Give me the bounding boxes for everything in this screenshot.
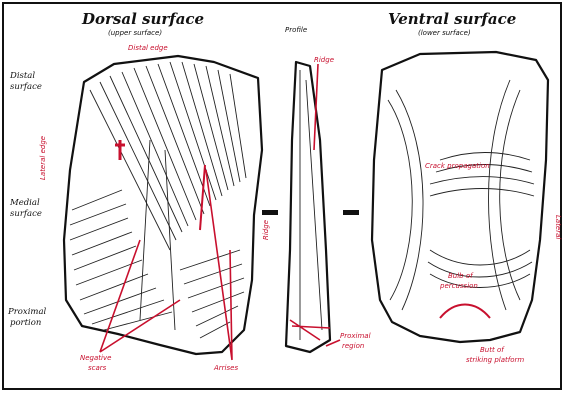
distal-label-2: surface [10, 82, 42, 92]
profile-flake [286, 62, 330, 352]
negative-scars-label-1: Negative [80, 354, 111, 362]
butt-platform-label-2: striking platform [466, 356, 524, 364]
bulb-percussion-label-1: Bulb of [448, 272, 474, 280]
medial-label-1: Medial [9, 198, 40, 208]
bulb-percussion-label-2: percussion [439, 282, 478, 290]
negative-scars-label-2: scars [88, 364, 107, 372]
crack-propagation-label: Crack propagation [425, 162, 490, 170]
butt-platform-label-1: Butt of [480, 346, 505, 354]
medial-label-2: surface [10, 209, 42, 219]
ventral-title: Ventral surface [388, 10, 516, 28]
divider-right [343, 210, 359, 215]
ventral-flake [372, 52, 548, 342]
proximal-region-label-2: region [342, 342, 364, 350]
lateral-right-label: Lateral [554, 215, 562, 239]
ventral-subtitle: (lower surface) [418, 29, 471, 37]
proximal-region-label-1: Proximal [340, 332, 371, 340]
ridge-label-right: Ridge [262, 220, 270, 240]
dorsal-subtitle: (upper surface) [108, 29, 162, 37]
distal-label-1: Distal [9, 71, 35, 81]
proximal-label-1: Proximal [7, 307, 47, 317]
distal-edge-label: Distal edge [128, 44, 168, 52]
dorsal-title: Dorsal surface [81, 10, 204, 28]
arrises-label: Arrises [213, 364, 238, 372]
ridge-profile-label: Ridge [314, 56, 334, 64]
dorsal-flake [64, 56, 262, 354]
divider-left [262, 210, 278, 215]
proximal-label-2: portion [10, 318, 41, 328]
profile-title: Profile [285, 26, 307, 34]
lateral-edge-label: Lateral edge [39, 136, 47, 180]
